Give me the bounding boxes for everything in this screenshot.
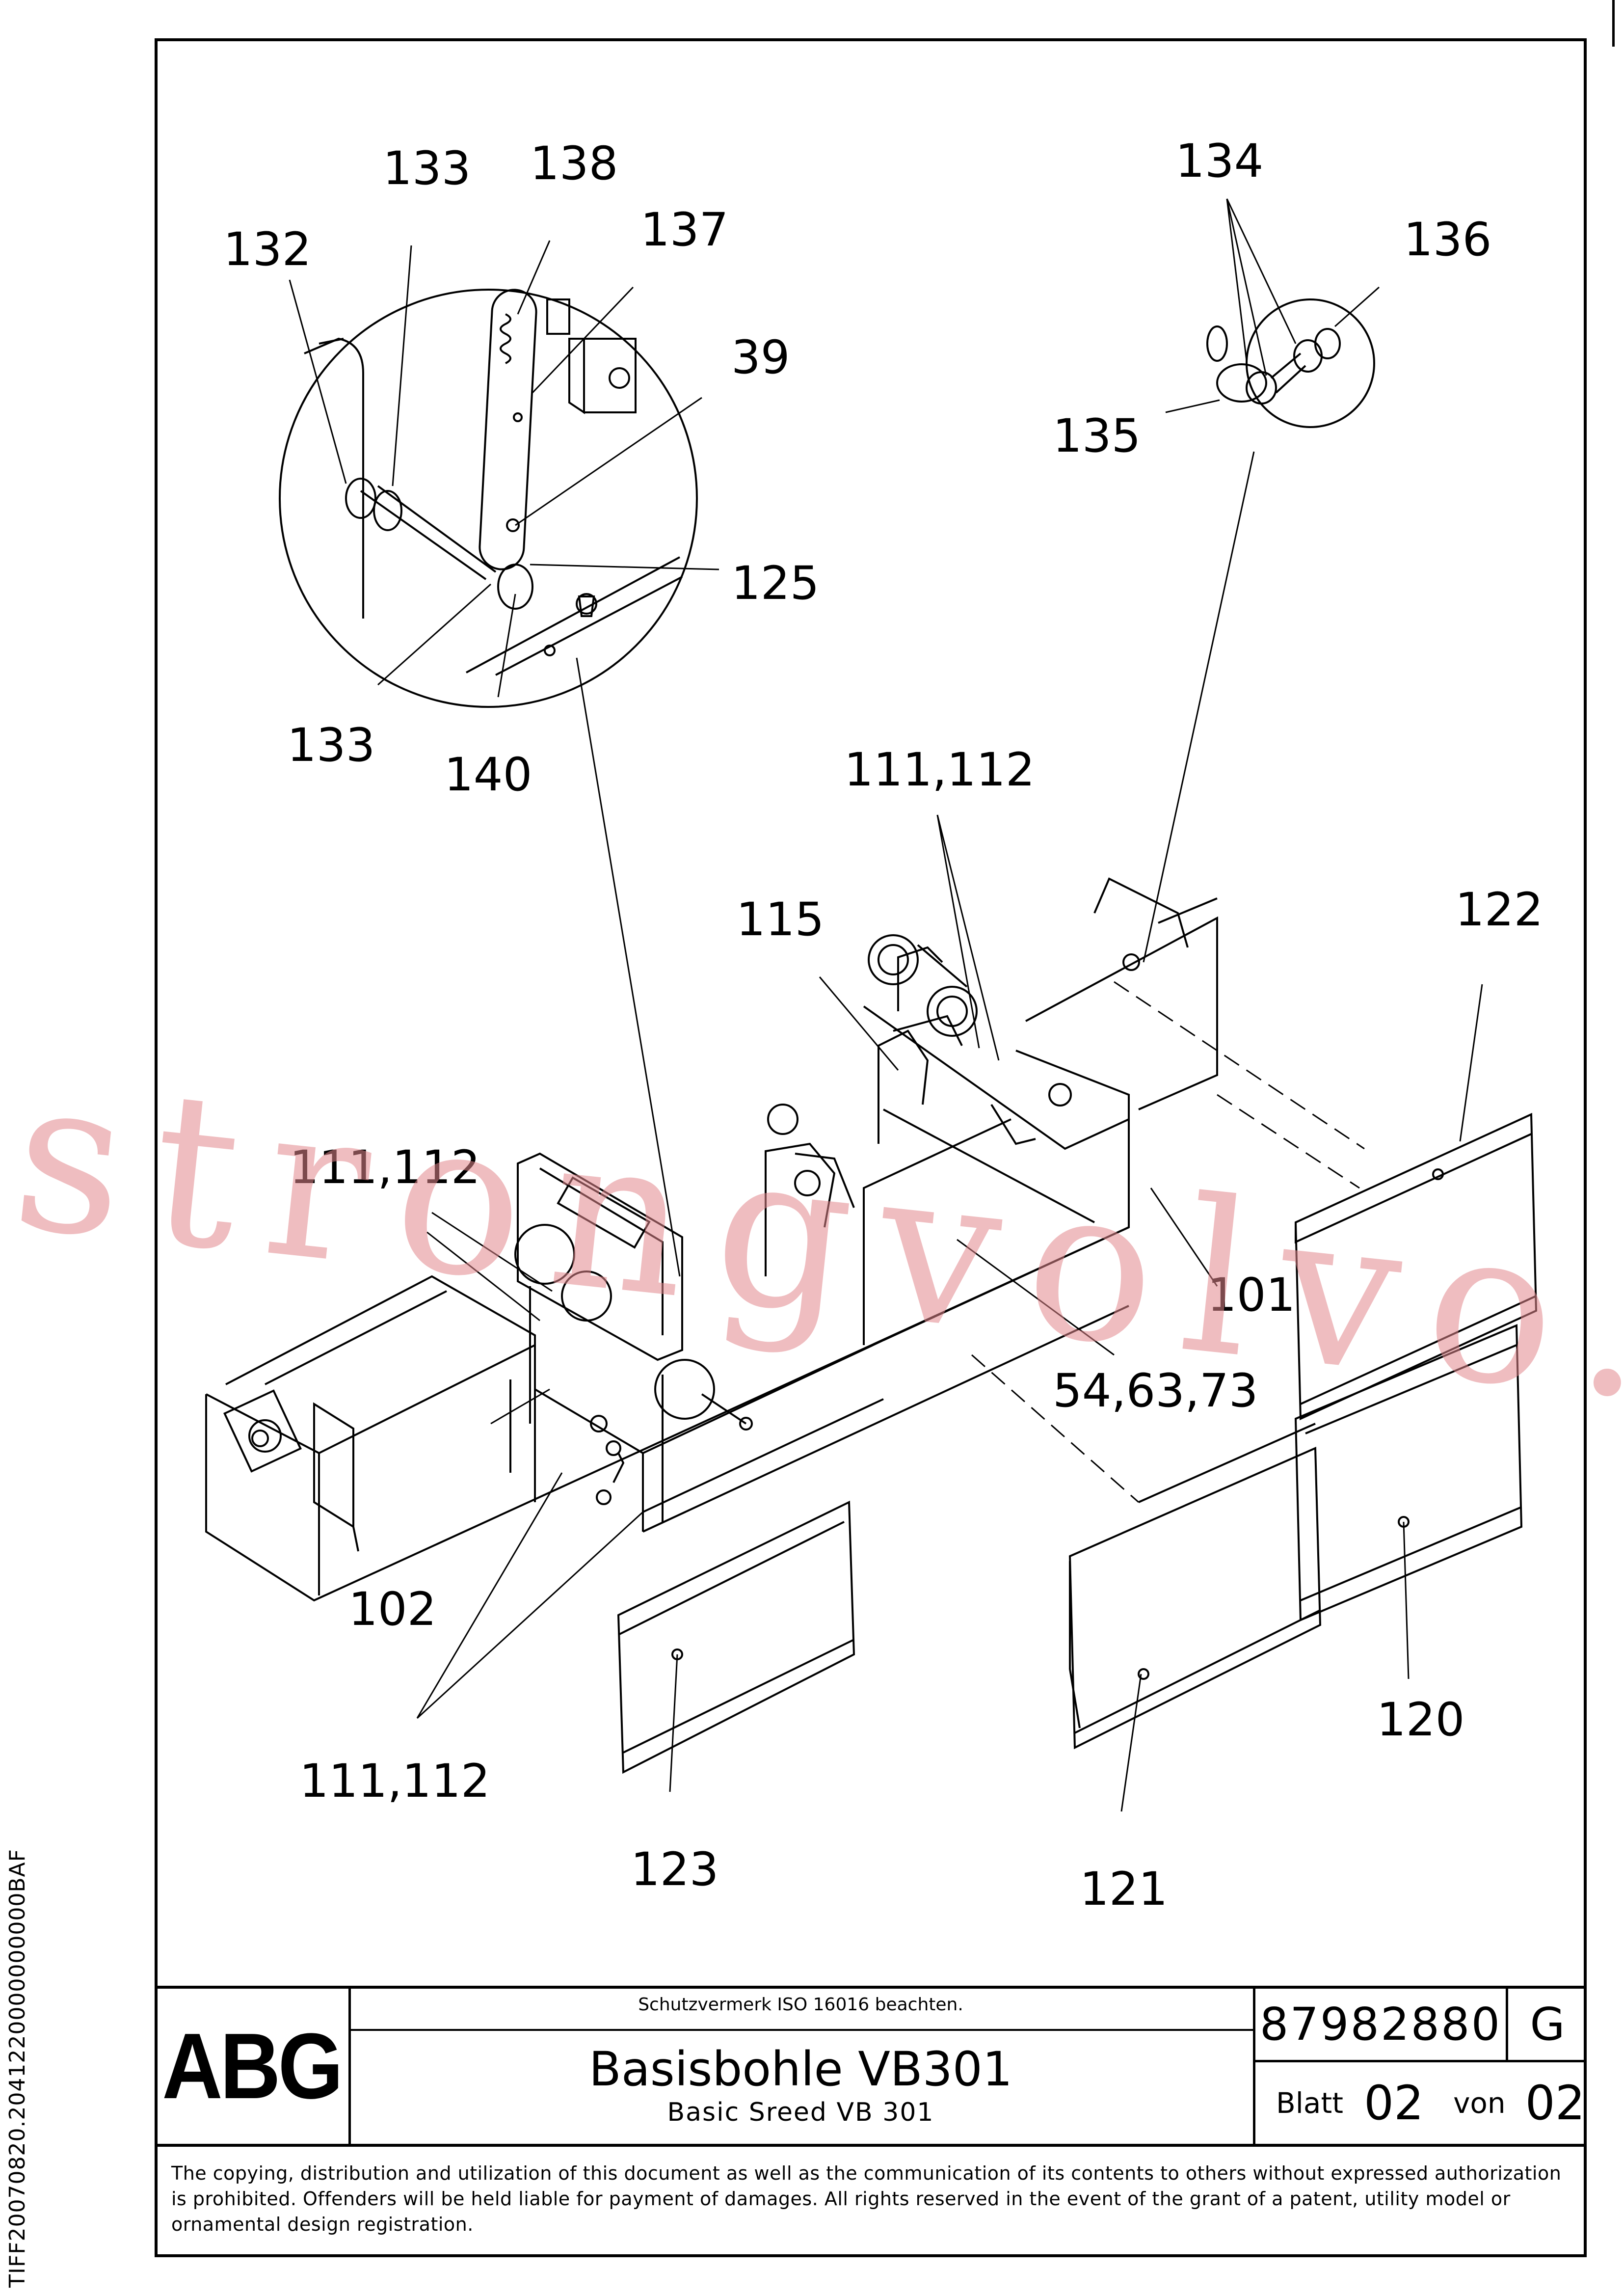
callout-140: 140 (444, 748, 532, 802)
title-divider (348, 2029, 1253, 2031)
callout-121: 121 (1080, 1863, 1168, 1916)
drawing-title-german: Basisbohle VB301 (589, 2042, 1012, 2097)
revision-letter: G (1508, 1989, 1587, 2062)
drawing-title-english: Basic Sreed VB 301 (667, 2098, 934, 2127)
callout-137: 137 (640, 203, 728, 257)
title-cell: Schutzvermerk ISO 16016 beachten. Basisb… (348, 1989, 1255, 2144)
callout-133-bottom: 133 (287, 719, 375, 772)
identification-cell: 87982880 G Blatt 02 von 02 (1255, 1989, 1587, 2144)
sheet-of-label: von (1453, 2086, 1506, 2120)
detail-left-parts (304, 289, 683, 676)
sheet-info: Blatt 02 von 02 (1255, 2062, 1587, 2144)
copyright-disclaimer: The copying, distribution and utilizatio… (155, 2144, 1587, 2257)
callout-54-63-73: 54,63,73 (1053, 1364, 1258, 1418)
callout-134: 134 (1175, 135, 1263, 188)
title-block: ABG Schutzvermerk ISO 16016 beachten. Ba… (155, 1986, 1587, 2144)
callout-39: 39 (731, 331, 790, 384)
callout-125: 125 (731, 557, 819, 610)
callout-101: 101 (1207, 1269, 1295, 1322)
callout-115: 115 (736, 893, 824, 946)
sheet-total: 02 (1525, 2076, 1585, 2131)
detail-view-right (1246, 298, 1375, 428)
callout-138: 138 (530, 137, 618, 190)
screed-plate-122 (1294, 1112, 1538, 1421)
abg-logo: ABG (162, 2014, 344, 2118)
screed-plate-123 (617, 1500, 855, 1774)
copyright-note: Schutzvermerk ISO 16016 beachten. (638, 1995, 963, 2015)
callout-135: 135 (1053, 409, 1141, 463)
drawing-frame (155, 38, 1587, 2257)
detail-right-parts (1206, 325, 1341, 405)
callout-122: 122 (1455, 883, 1543, 937)
callout-123: 123 (631, 1843, 718, 1896)
corner-tick (1612, 0, 1615, 47)
leader-lines (289, 198, 1483, 1812)
logo-cell: ABG (155, 1989, 351, 2144)
sheet-number: 02 (1363, 2076, 1424, 2131)
alignment-lines (971, 981, 1365, 1503)
screed-beam-assembly (205, 877, 1218, 1602)
callout-labels: 132 133 138 137 39 125 133 140 134 136 1… (223, 135, 1543, 1916)
callout-111-112-left: 111,112 (290, 1141, 480, 1194)
sheet-label: Blatt (1276, 2086, 1343, 2120)
callout-132: 132 (223, 223, 311, 276)
screed-plate-120 (1294, 1324, 1523, 1621)
screed-plate-121 (1068, 1423, 1322, 1750)
exploded-assembly-drawing: 132 133 138 137 39 125 133 140 134 136 1… (205, 135, 1543, 1916)
callout-120: 120 (1377, 1693, 1464, 1747)
detail-view-left (279, 289, 698, 708)
callout-136: 136 (1404, 213, 1491, 267)
part-number: 87982880 (1255, 1989, 1508, 2062)
callout-133-top: 133 (383, 142, 471, 195)
callout-111-112-top: 111,112 (844, 743, 1035, 797)
callout-111-112-bottom: 111,112 (299, 1755, 490, 1808)
callout-102: 102 (348, 1583, 436, 1636)
